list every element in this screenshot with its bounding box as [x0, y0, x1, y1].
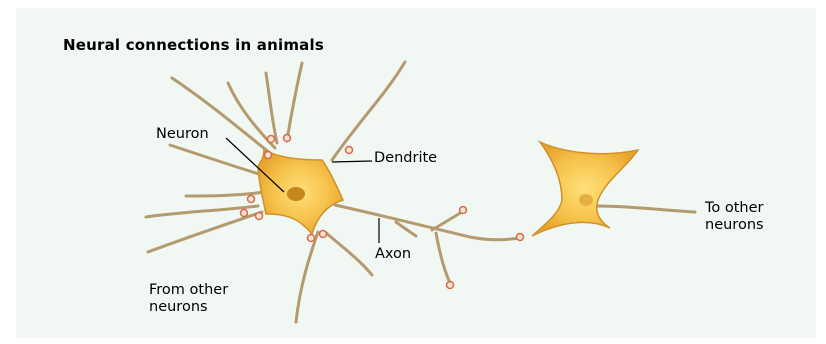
axon [335, 205, 520, 240]
dendrite [296, 232, 318, 322]
synaptic-terminal [268, 136, 275, 143]
dendrite-leader-line [332, 161, 372, 162]
label-from-other-neurons: From other neurons [149, 282, 228, 316]
synaptic-terminal [256, 213, 263, 220]
label-line: neurons [149, 299, 228, 316]
right-neuron-cell-body [532, 142, 638, 236]
dendrite [596, 206, 695, 212]
synaptic-terminal [517, 234, 524, 241]
left-neuron-nucleus [287, 187, 305, 201]
right-neuron-nucleus [579, 194, 593, 206]
synaptic-terminal [346, 147, 353, 154]
label-neuron: Neuron [156, 126, 209, 143]
synaptic-terminal [447, 282, 454, 289]
label-line: From other [149, 282, 228, 299]
axon-branch [436, 233, 450, 283]
label-dendrite: Dendrite [374, 150, 437, 167]
diagram-title: Neural connections in animals [63, 36, 324, 54]
label-line: neurons [705, 217, 764, 234]
right-neuron-fibers [596, 206, 695, 212]
axon-branch [432, 212, 462, 230]
dendrite [332, 62, 405, 160]
dendrite [170, 145, 262, 175]
label-to-other-neurons: To other neurons [705, 200, 764, 234]
dendrite [266, 73, 277, 143]
dendrite [148, 212, 262, 252]
synaptic-terminal [320, 231, 327, 238]
synaptic-terminal [241, 210, 248, 217]
dendrite [325, 232, 372, 275]
synaptic-terminal [284, 135, 291, 142]
dendrite [287, 63, 302, 141]
synaptic-terminal [248, 196, 255, 203]
synaptic-terminal [460, 207, 467, 214]
label-axon: Axon [375, 246, 411, 263]
synaptic-terminal [308, 235, 315, 242]
label-line: To other [705, 200, 764, 217]
synaptic-terminal [265, 152, 272, 159]
